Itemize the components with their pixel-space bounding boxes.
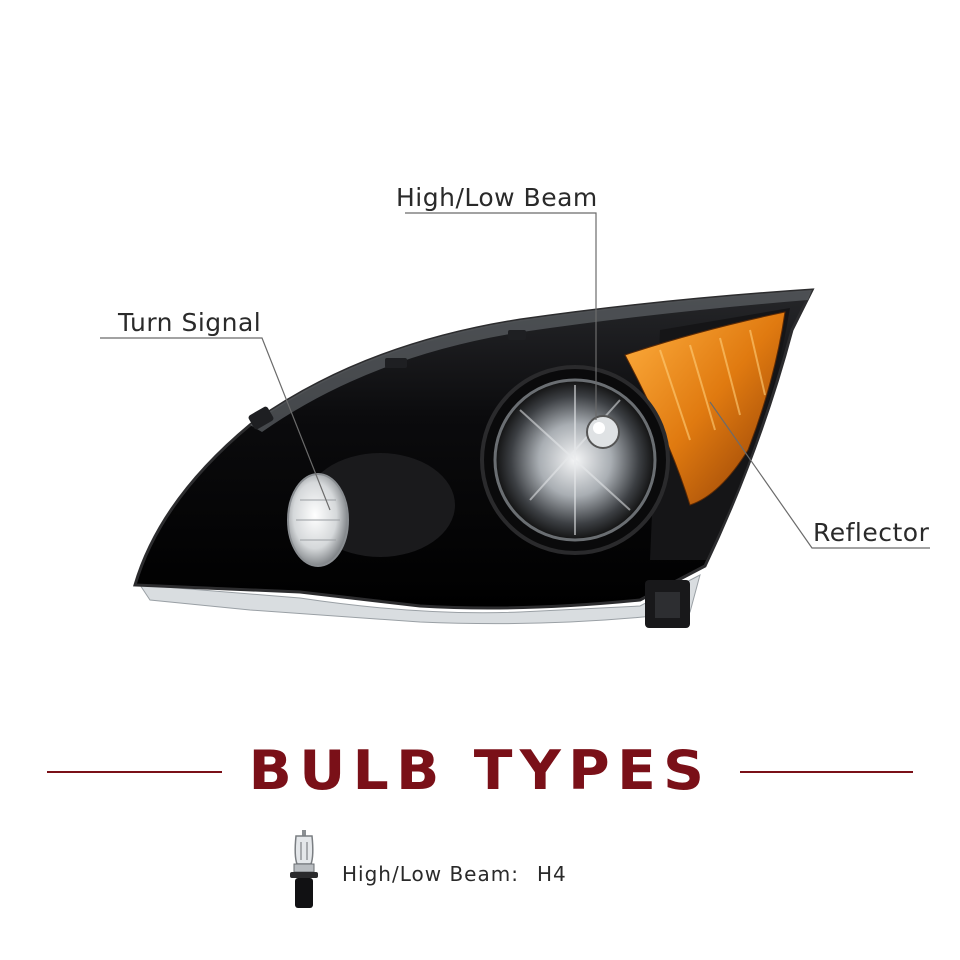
bulb-label: High/Low Beam:: [342, 862, 519, 886]
bulb-spec: High/Low Beam: H4: [342, 862, 567, 886]
callout-turn-signal: Turn Signal: [118, 308, 262, 337]
section-header: BULB TYPES: [0, 738, 960, 808]
title-rule-right: [740, 771, 913, 773]
section-title: BULB TYPES: [248, 739, 712, 802]
headlight-illustration: [100, 212, 930, 628]
bulb-value: H4: [536, 862, 567, 886]
bulb-type-row: High/Low Beam: H4: [280, 826, 700, 916]
callout-high-low-beam: High/Low Beam: [396, 183, 598, 212]
h4-bulb-icon: [290, 830, 318, 908]
title-rule-left: [47, 771, 222, 773]
callout-reflector: Reflector: [813, 518, 930, 547]
